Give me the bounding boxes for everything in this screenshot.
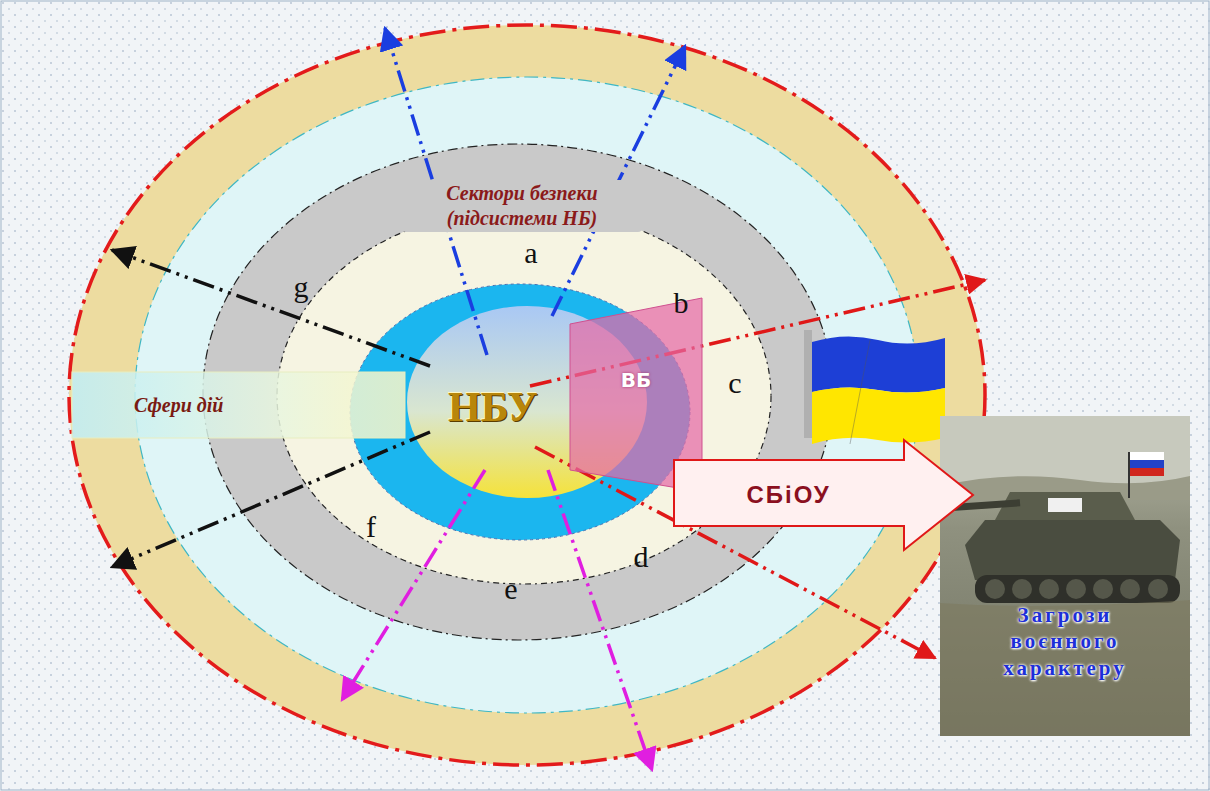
node-text: НБУ bbox=[448, 381, 538, 434]
node-text: Сфери дій bbox=[134, 393, 223, 418]
threat-photo-box: Загрози воєнного характеру bbox=[940, 416, 1190, 736]
action-sphere-band: Сфери дій bbox=[72, 372, 405, 438]
sectors-caption: Сектори безпеки (підсистеми НБ) bbox=[402, 180, 642, 232]
sector-letter: e bbox=[498, 570, 524, 608]
tank-photo bbox=[930, 416, 1190, 736]
core-ellipse: НБУ bbox=[418, 372, 568, 442]
armed-forces-arrow: СБіОУ bbox=[672, 438, 975, 552]
node-text: СБіОУ bbox=[746, 480, 830, 510]
sector-letter: b bbox=[668, 284, 694, 322]
sector-letter: d bbox=[628, 538, 654, 576]
node-text: Загрози воєнного характеру bbox=[970, 602, 1160, 681]
node-text: ВБ bbox=[621, 368, 652, 393]
node-outline bbox=[72, 372, 405, 438]
sector-letter: c bbox=[722, 364, 748, 402]
sector-letter: f bbox=[358, 508, 384, 546]
sector-letter: a bbox=[518, 234, 544, 272]
sector-letter: g bbox=[288, 268, 314, 306]
